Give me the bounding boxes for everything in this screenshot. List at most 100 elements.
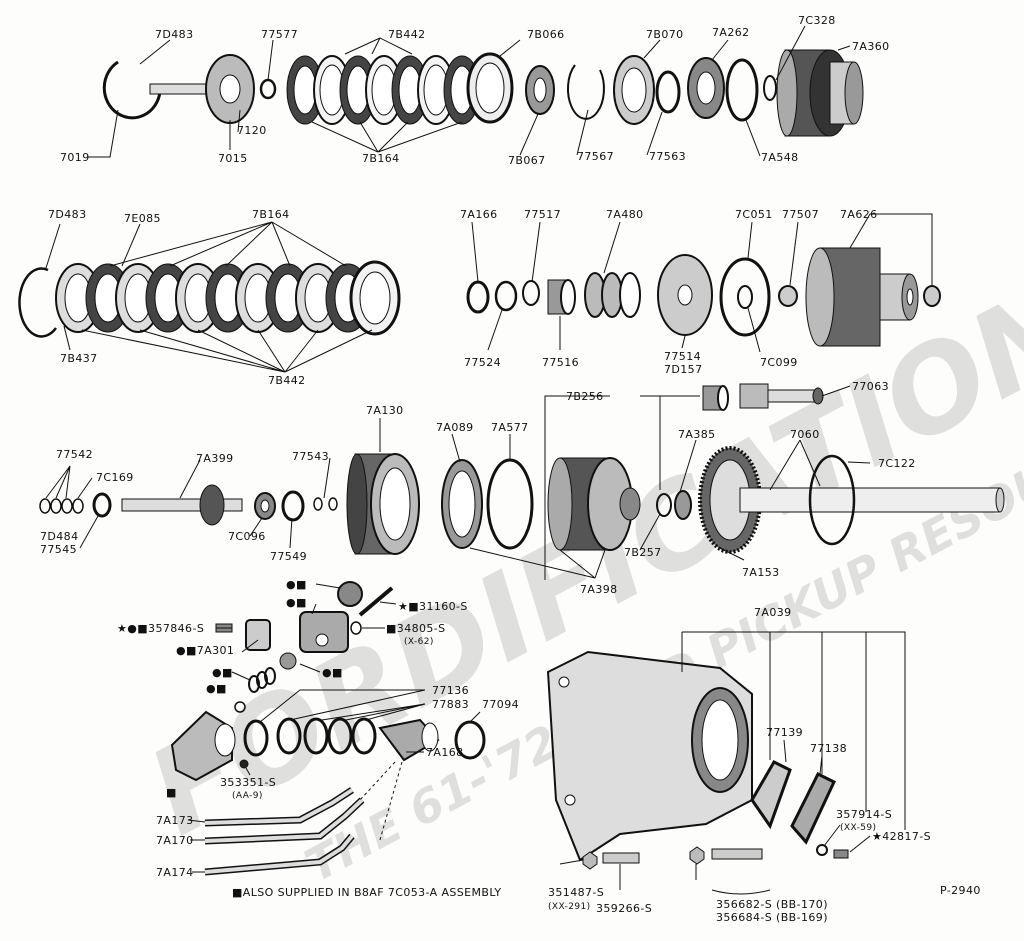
label-7B437: 7B437 xyxy=(60,352,98,365)
output-shaft-7060 xyxy=(698,446,1005,554)
ring-77543a xyxy=(313,497,323,511)
label-7B442-mid: 7B442 xyxy=(268,374,306,387)
label-7E085: 7E085 xyxy=(124,212,161,225)
label-marks-d: ●■ xyxy=(322,666,343,679)
label-7A173: 7A173 xyxy=(156,814,194,827)
bushing-77507 xyxy=(778,285,798,307)
spring-governor xyxy=(248,652,297,693)
rings-77136-77883 xyxy=(243,717,377,757)
bushing-7A385 xyxy=(674,490,692,520)
label-7A262: 7A262 xyxy=(712,26,750,39)
ring-7A166 xyxy=(466,280,490,314)
label-7A089: 7A089 xyxy=(436,421,474,434)
label-7C096: 7C096 xyxy=(228,530,266,543)
snap-ring-7D483-mid xyxy=(18,267,58,338)
row2-parts xyxy=(18,247,941,347)
ring-7C099 xyxy=(737,285,753,309)
label-7A039: 7A039 xyxy=(754,606,792,619)
part-labels: 7D483 77577 7B442 7B066 7B070 7A262 7C32… xyxy=(40,14,980,924)
gasket-77139 xyxy=(750,760,792,830)
label-7B256: 7B256 xyxy=(566,390,604,403)
ring-77543b xyxy=(328,497,338,511)
rings-77542 xyxy=(39,498,84,514)
bolt-356684S xyxy=(711,848,763,860)
governor-body xyxy=(299,581,363,653)
label-7B066: 7B066 xyxy=(527,28,565,41)
label-357846S: ★●■357846-S xyxy=(117,622,204,635)
label-7A174: 7A174 xyxy=(156,866,194,879)
snap-ring-77567 xyxy=(566,64,605,120)
label-7B164-top: 7B164 xyxy=(362,152,400,165)
label-7C099: 7C099 xyxy=(760,356,798,369)
label-77136: 77136 xyxy=(432,684,469,697)
label-77543: 77543 xyxy=(292,450,329,463)
label-77545: 77545 xyxy=(40,543,77,556)
ring-7A577 xyxy=(486,458,534,550)
seal-7C328 xyxy=(763,75,777,101)
label-356682S: 356682-S (BB-170) xyxy=(716,898,828,911)
label-7015: 7015 xyxy=(218,152,248,165)
fitting-357914S xyxy=(816,844,828,856)
seal-7A548 xyxy=(725,58,759,122)
label-77094: 77094 xyxy=(482,698,519,711)
label-42817S: ★42817-S xyxy=(872,830,931,843)
washer-356682S xyxy=(689,846,705,865)
label-7A168: 7A168 xyxy=(426,746,464,759)
label-7A153: 7A153 xyxy=(742,566,780,579)
row4-left-parts xyxy=(170,581,486,876)
bolt-359266S xyxy=(602,852,640,864)
snap-ring-7C122 xyxy=(808,454,856,546)
label-77516: 77516 xyxy=(542,356,579,369)
label-7A301: ●■7A301 xyxy=(176,644,234,657)
label-353351S: 353351-S xyxy=(220,776,276,789)
label-7D157: 7D157 xyxy=(664,363,702,376)
label-7D483-mid: 7D483 xyxy=(48,208,86,221)
footnote: ■ALSO SUPPLIED IN B8AF 7C053-A ASSEMBLY xyxy=(232,886,502,899)
screw-42817S xyxy=(833,849,849,859)
label-77549: 77549 xyxy=(270,550,307,563)
label-77542: 77542 xyxy=(56,448,93,461)
leader-lines xyxy=(45,25,933,895)
label-359266S: 359266-S xyxy=(596,902,652,915)
washer-77549 xyxy=(281,490,305,522)
label-7A577: 7A577 xyxy=(491,421,529,434)
spring-7A480 xyxy=(584,272,641,318)
carrier-7A398 xyxy=(547,457,641,551)
label-7A398: 7A398 xyxy=(580,583,618,596)
label-7A360: 7A360 xyxy=(852,40,890,53)
label-7C328: 7C328 xyxy=(798,14,836,27)
label-77139: 77139 xyxy=(766,726,803,739)
label-7B070: 7B070 xyxy=(646,28,684,41)
bushing-77507b xyxy=(923,285,941,307)
distributor-sleeve xyxy=(170,710,236,782)
ball-353351S xyxy=(239,759,249,769)
ring-77563 xyxy=(655,70,681,114)
label-31160S: ★■31160-S xyxy=(398,600,468,613)
label-7A480: 7A480 xyxy=(606,208,644,221)
ring-7C051 xyxy=(719,257,771,337)
shaft-7A399 xyxy=(121,484,243,526)
washer-7B257 xyxy=(656,493,672,517)
label-marks-e: ●■ xyxy=(206,682,227,695)
label-XX291: (XX-291) xyxy=(548,902,591,912)
weight-7A301 xyxy=(245,619,271,651)
label-7A626: 7A626 xyxy=(840,208,878,221)
label-7B257: 7B257 xyxy=(624,546,662,559)
ring-34805S xyxy=(350,621,362,635)
label-7A130: 7A130 xyxy=(366,404,404,417)
label-mark-f: ■ xyxy=(166,786,177,799)
label-7C051: 7C051 xyxy=(735,208,773,221)
label-X62: (X-62) xyxy=(404,637,434,647)
bushing-77516 xyxy=(547,279,576,315)
label-AA9: (AA-9) xyxy=(232,791,263,801)
drum-7A360 xyxy=(776,49,864,137)
clutch-pack-top xyxy=(286,55,481,125)
label-77138: 77138 xyxy=(810,742,847,755)
label-7B164-mid: 7B164 xyxy=(252,208,290,221)
label-77563: 77563 xyxy=(649,150,686,163)
bolt-31160S xyxy=(358,586,394,617)
nut-bolt-351487S xyxy=(582,851,598,870)
label-7A385: 7A385 xyxy=(678,428,716,441)
label-marks-c: ●■ xyxy=(212,666,233,679)
